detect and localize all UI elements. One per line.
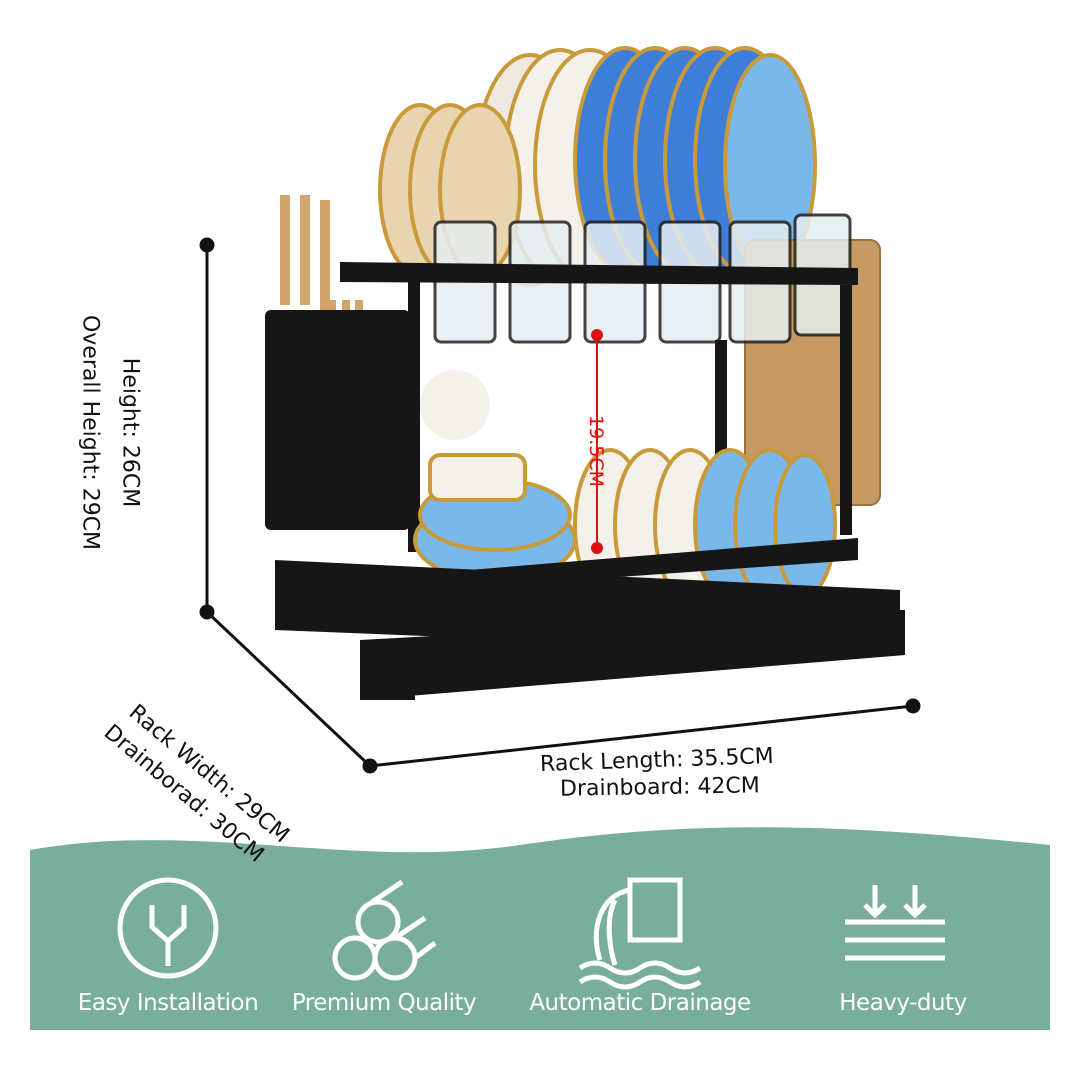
overall-height-label: Overall Height: 29CM xyxy=(77,314,103,551)
lower-tier-frame xyxy=(275,538,905,700)
upper-tier-frame xyxy=(340,262,858,552)
feature-band xyxy=(30,827,1050,1030)
logs-icon xyxy=(332,879,437,981)
dimension-lines xyxy=(199,237,921,774)
inner-height-label: 19.5CM xyxy=(584,415,607,487)
utensil-holder xyxy=(265,195,410,530)
pressure-icon xyxy=(845,885,945,961)
feature-easy-installation: Easy Installation xyxy=(48,865,288,1016)
feature-automatic-drainage: Automatic Drainage xyxy=(520,865,760,1016)
feature-heavy-duty: Heavy-duty xyxy=(783,865,1023,1016)
feature-label: Easy Installation xyxy=(77,990,259,1016)
feature-label: Premium Quality xyxy=(291,990,477,1016)
drainboard-length-label: Drainboard: 42CM xyxy=(559,773,760,802)
wrench-icon xyxy=(117,877,219,979)
inner-height-marker xyxy=(591,329,603,554)
drainage-icon xyxy=(578,877,702,990)
feature-label: Automatic Drainage xyxy=(529,990,751,1016)
height-label: Height: 26CM xyxy=(117,357,143,508)
feature-premium-quality: Premium Quality xyxy=(264,865,504,1016)
feature-label: Heavy-duty xyxy=(839,990,967,1016)
